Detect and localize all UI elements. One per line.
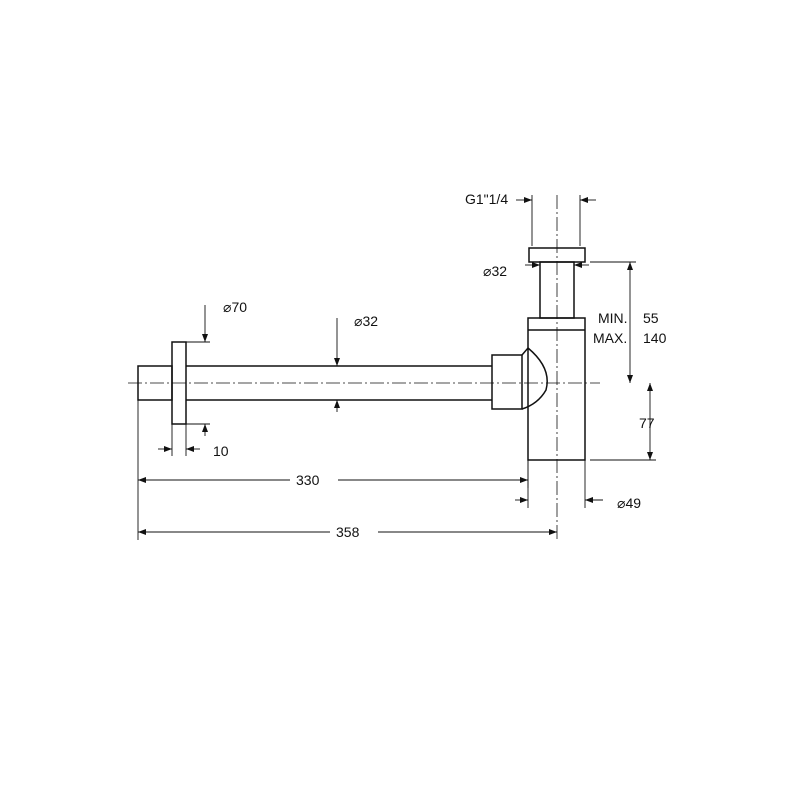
- trap-body: [527, 317, 586, 461]
- waste-thread-label: G1"1/4: [465, 191, 508, 207]
- pipe-diameter-label: ⌀32: [354, 313, 378, 329]
- flange-thickness-label: 10: [213, 443, 229, 459]
- max-adjustment-label: MAX. 140: [593, 330, 667, 346]
- dimension-labels: G1"1/4 ⌀32 ⌀70 ⌀32 MIN. 55 MAX. 140 77 1…: [213, 191, 667, 540]
- dimension-lines: [137, 195, 656, 540]
- trap-height-label: 77: [639, 415, 655, 431]
- trap-diameter-label: ⌀49: [617, 495, 641, 511]
- pipe-nut: [491, 354, 523, 410]
- min-adjustment-label: MIN. 55: [598, 310, 659, 326]
- pipe-length-label: 330: [296, 472, 320, 488]
- flange-diameter-label: ⌀70: [223, 299, 247, 315]
- center-lines: [128, 195, 600, 542]
- trap-elbow: [521, 346, 548, 410]
- inlet-diameter-label: ⌀32: [483, 263, 507, 279]
- overall-length-label: 358: [336, 524, 360, 540]
